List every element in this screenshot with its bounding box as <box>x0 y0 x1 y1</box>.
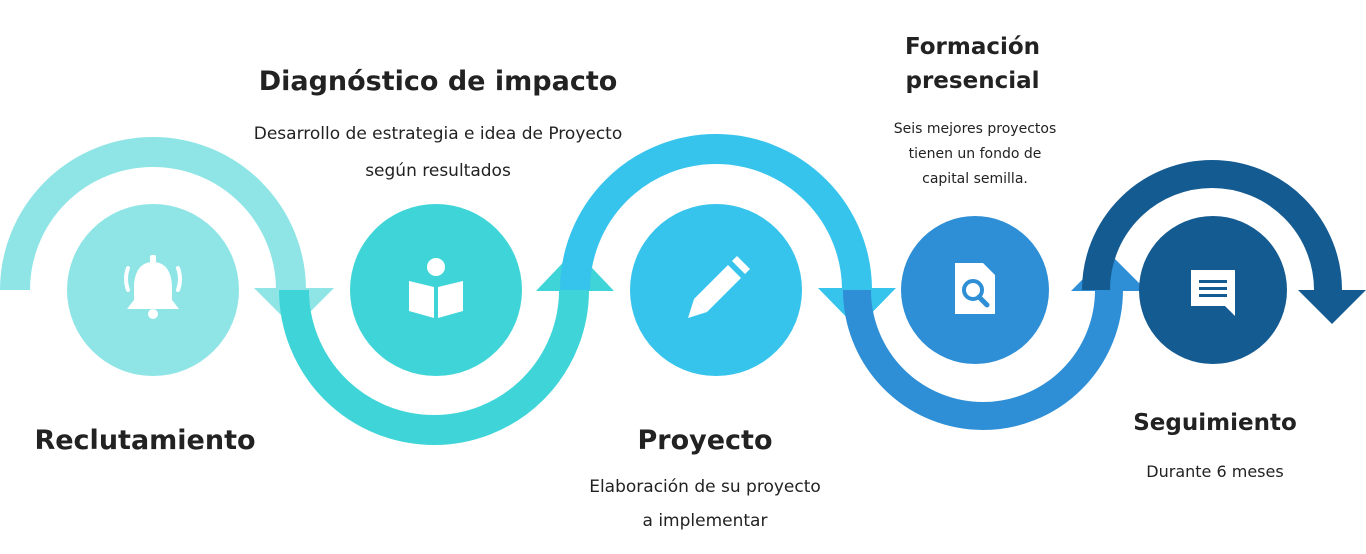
stage-title-seguimiento: Seguimiento <box>1133 410 1297 436</box>
stage-description-proyecto: Elaboración de su proyecto a implementar <box>555 470 855 538</box>
stage-description-seguimiento: Durante 6 meses <box>1146 462 1284 481</box>
stage-title-diagnostico: Diagnóstico de impacto <box>258 66 618 97</box>
description-line: capital semilla. <box>922 171 1028 187</box>
stage-title-formacion: Formación presencial <box>850 30 1095 98</box>
stage-title-proyecto: Proyecto <box>637 425 773 456</box>
pencil-icon <box>688 256 750 318</box>
arc-proyecto <box>560 134 872 291</box>
description-line: tienen un fondo de <box>908 146 1042 162</box>
description-line: Elaboración de su proyecto <box>589 477 821 497</box>
reading-person-icon <box>409 258 463 318</box>
arc-formacion <box>843 289 1123 430</box>
stage-description-diagnostico: Desarrollo de estrategia e idea de Proye… <box>218 116 658 190</box>
arc-seguimiento <box>1082 160 1342 291</box>
bell-icon <box>124 255 182 319</box>
circle-diagnostico <box>350 204 522 376</box>
chat-message-icon <box>1191 270 1235 316</box>
description-line: a implementar <box>642 511 768 531</box>
description-line: Desarrollo de estrategia e idea de Proye… <box>253 124 623 144</box>
stage-title-reclutamiento: Reclutamiento <box>34 425 256 456</box>
document-search-icon <box>955 263 995 314</box>
arrowhead-seguimiento <box>1298 290 1366 324</box>
stage-description-formacion: Seis mejores proyectos tienen un fondo d… <box>860 117 1090 192</box>
description-line: según resultados <box>365 161 511 181</box>
title-line: presencial <box>905 68 1040 94</box>
description-line: Seis mejores proyectos <box>893 121 1057 137</box>
arc-diagnostico <box>279 289 589 445</box>
arc-reclutamiento <box>0 137 306 291</box>
title-line: Formación <box>904 34 1041 60</box>
